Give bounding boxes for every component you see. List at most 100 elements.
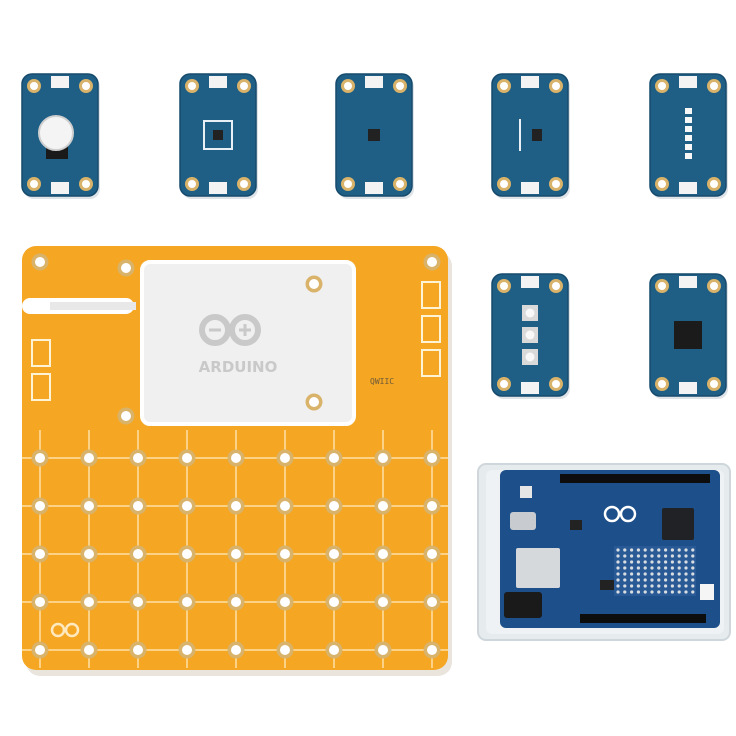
matrix-led: [636, 590, 641, 594]
qwiic-connector: [365, 182, 383, 194]
matrix-led: [616, 566, 620, 570]
matrix-led: [630, 572, 634, 576]
distance-sensor: [674, 321, 702, 349]
mounting-hole: [280, 645, 290, 655]
matrix-led: [664, 572, 668, 576]
matrix-led: [623, 548, 627, 552]
matrix-led: [643, 578, 647, 582]
module-hole: [500, 380, 508, 388]
module-hole: [396, 180, 404, 188]
module-hole: [710, 380, 718, 388]
qwiic-connector: [679, 382, 697, 394]
matrix-led: [691, 566, 695, 570]
mounting-hole: [133, 597, 143, 607]
matrix-led: [623, 584, 627, 588]
matrix-led: [691, 548, 695, 552]
mounting-hole: [231, 501, 241, 511]
matrix-led: [623, 590, 627, 594]
led: [685, 144, 692, 150]
mounting-hole: [427, 597, 437, 607]
matrix-led: [650, 572, 654, 576]
module-hole: [344, 82, 352, 90]
qwiic-silkscreen-label: QWIIC: [370, 377, 394, 386]
arduino-wordmark: ARDUINO: [199, 358, 278, 376]
uno-r4-board-in-enclosure: [477, 463, 731, 641]
matrix-led: [691, 554, 695, 558]
matrix-led: [657, 554, 661, 558]
led: [685, 153, 692, 159]
matrix-led: [643, 590, 647, 594]
matrix-led: [636, 560, 641, 564]
qwiic-connector: [209, 76, 227, 88]
matrix-led: [684, 590, 688, 594]
matrix-led: [650, 590, 654, 594]
module-hole: [710, 180, 718, 188]
matrix-led: [650, 548, 654, 552]
module-pcb: [491, 73, 569, 197]
module-hole: [240, 82, 248, 90]
matrix-led: [657, 548, 661, 552]
matrix-led: [664, 554, 668, 558]
module-hole: [188, 82, 196, 90]
mounting-hole: [84, 597, 94, 607]
mounting-hole: [231, 453, 241, 463]
mounting-hole: [121, 411, 131, 421]
mounting-hole: [231, 597, 241, 607]
qwiic-connector: [679, 276, 697, 288]
module-hole: [82, 180, 90, 188]
usb-c-port: [510, 512, 536, 530]
matrix-led: [636, 566, 641, 570]
matrix-led: [636, 548, 641, 552]
mounting-hole: [182, 645, 192, 655]
mounting-hole: [329, 549, 339, 559]
knob-module: [21, 73, 100, 199]
mounting-hole: [231, 549, 241, 559]
thermo-module: [335, 73, 414, 199]
matrix-led: [657, 566, 661, 570]
mounting-hole: [35, 645, 45, 655]
matrix-led: [650, 566, 654, 570]
matrix-led: [616, 560, 620, 564]
module-hole: [552, 282, 560, 290]
matrix-led: [664, 548, 668, 552]
mounting-hole: [35, 257, 45, 267]
matrix-led: [664, 590, 668, 594]
button-cap: [525, 308, 535, 318]
mounting-hole: [329, 597, 339, 607]
matrix-led: [636, 584, 641, 588]
module-hole: [344, 180, 352, 188]
mounting-hole: [35, 597, 45, 607]
board-logo-icon: [603, 505, 637, 523]
matrix-led: [650, 554, 654, 558]
modulino-modules: [21, 73, 728, 399]
matrix-led: [630, 566, 634, 570]
matrix-led: [643, 572, 647, 576]
matrix-led: [664, 566, 668, 570]
matrix-led: [643, 554, 647, 558]
matrix-led: [630, 578, 634, 582]
arduino-logo-icon: [199, 314, 261, 346]
mounting-hole: [182, 501, 192, 511]
matrix-led: [684, 572, 688, 576]
matrix-led: [616, 584, 620, 588]
matrix-led: [623, 554, 627, 558]
matrix-led: [616, 554, 620, 558]
matrix-led: [664, 560, 668, 564]
module-hole: [30, 180, 38, 188]
qwiic-connector: [700, 584, 714, 600]
matrix-led: [650, 584, 654, 588]
matrix-led: [650, 560, 654, 564]
matrix-led: [616, 590, 620, 594]
mounting-hole: [378, 501, 388, 511]
matrix-led: [670, 578, 675, 582]
matrix-led: [677, 572, 681, 576]
matrix-led: [630, 590, 634, 594]
matrix-led: [691, 584, 695, 588]
matrix-led: [684, 560, 688, 564]
qwiic-connector: [521, 276, 539, 288]
barrel-jack: [504, 592, 542, 618]
mounting-hole: [378, 549, 388, 559]
led-matrix-area: [614, 546, 696, 596]
matrix-led: [664, 578, 668, 582]
mounting-hole: [182, 597, 192, 607]
